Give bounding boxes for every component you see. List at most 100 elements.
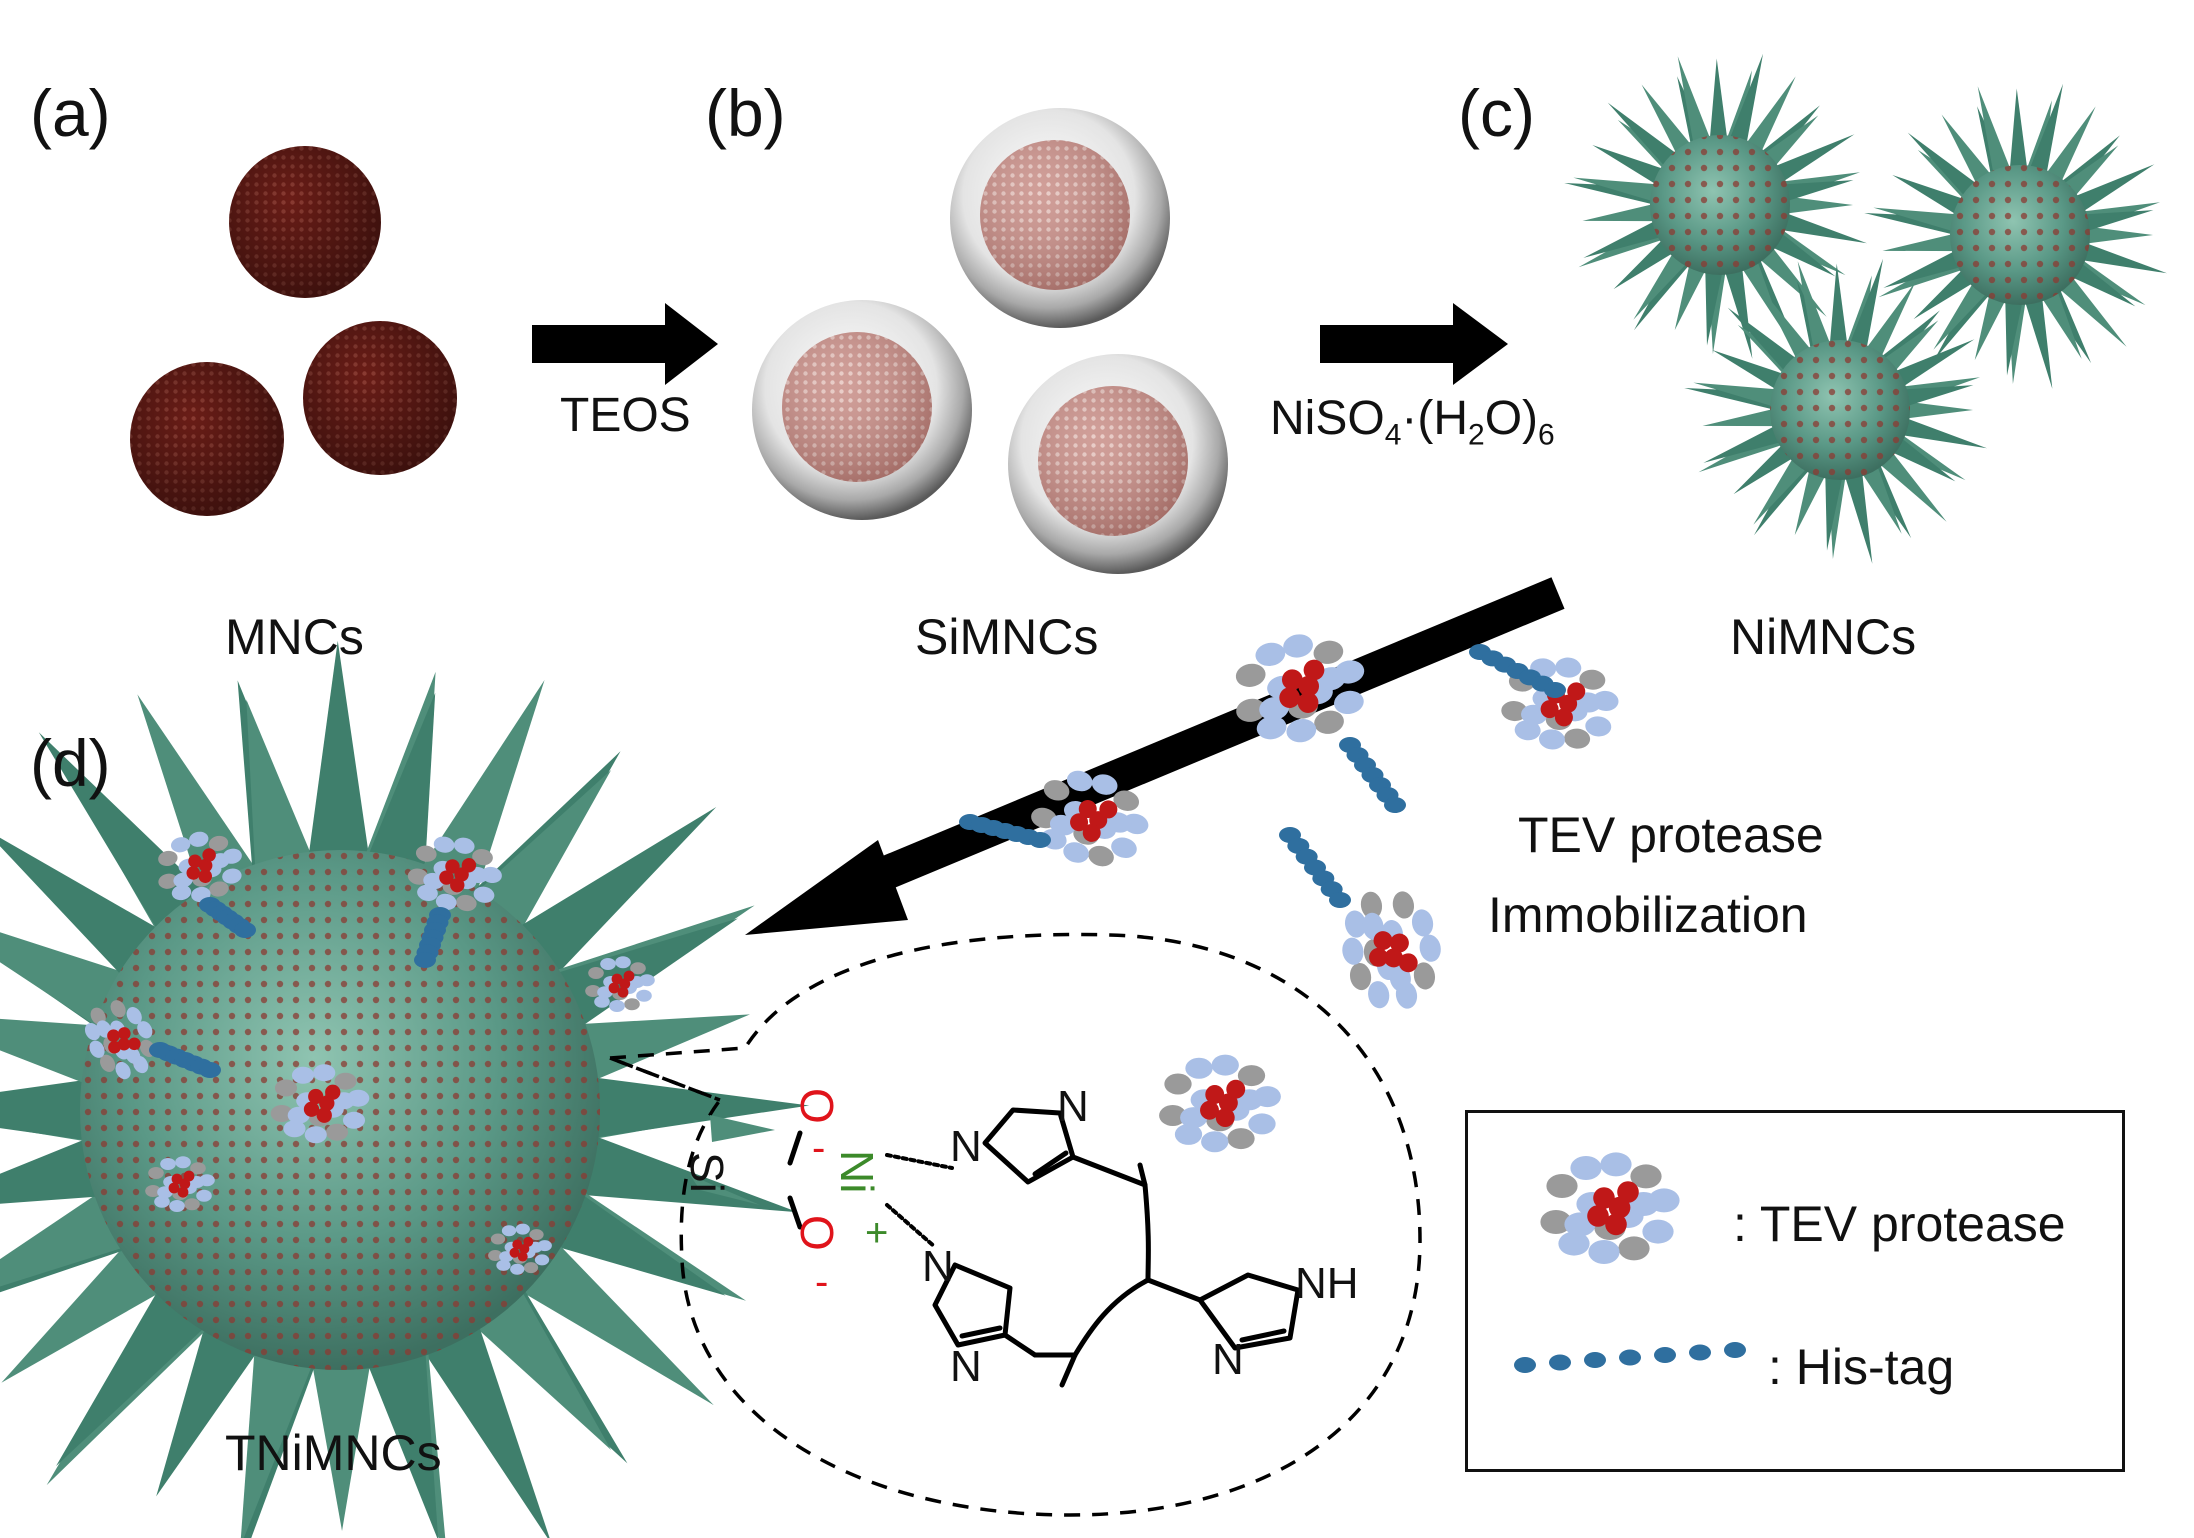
protein-active-site — [1389, 933, 1409, 953]
legend-label-protease: : TEV protease — [1733, 1196, 2066, 1252]
atom-o-upper: O — [791, 1088, 843, 1124]
protein-atom — [1164, 1073, 1192, 1095]
protein-atom — [126, 1007, 142, 1025]
spike — [1842, 465, 1873, 564]
protein-active-site — [168, 1182, 180, 1194]
protein-active-site — [1200, 1100, 1219, 1120]
protein-active-site — [1298, 675, 1320, 697]
protein-atom — [585, 985, 601, 997]
spike — [1877, 320, 1939, 378]
his-tag — [1279, 827, 1351, 908]
protein-atom — [1630, 1164, 1662, 1189]
protein-active-site — [509, 1247, 520, 1258]
histag-bead — [234, 922, 256, 938]
protein-atom — [1642, 1219, 1674, 1244]
legend-box: : TEV protease : His-tag — [1465, 1110, 2125, 1472]
atom-si: Si — [681, 1152, 733, 1193]
panel-label-c: (c) — [1458, 76, 1535, 150]
spike — [354, 1314, 439, 1538]
protein-atom — [630, 962, 646, 975]
spike — [1712, 349, 1791, 394]
protein-atom — [148, 1167, 164, 1179]
protein-active-site — [1593, 1187, 1615, 1209]
protein-active-site — [1082, 823, 1101, 842]
tnimnc-body — [0, 640, 810, 1538]
atom-n-imidazole3: N — [1212, 1335, 1244, 1384]
spike — [354, 692, 436, 906]
protein-atom — [600, 958, 616, 970]
protein-atom — [1236, 698, 1266, 722]
protein-atom — [342, 1111, 366, 1129]
nimnc-particles — [1564, 53, 2167, 564]
tev-protease — [585, 956, 655, 1012]
protein-atom — [154, 1195, 170, 1208]
protein-atom — [472, 849, 493, 866]
protein-active-site — [1369, 947, 1388, 967]
spike — [557, 1072, 810, 1144]
protein-atom — [1286, 719, 1317, 743]
spike — [1794, 462, 1829, 536]
protein-active-site — [617, 986, 629, 998]
protein-atom — [636, 989, 652, 1002]
spike — [1829, 263, 1849, 352]
tev-protease — [270, 1064, 370, 1144]
spike — [1607, 102, 1683, 173]
protein-atom — [1342, 937, 1364, 965]
mnc-particles — [130, 146, 457, 516]
spike — [1825, 467, 1845, 551]
protein-active-site — [198, 858, 213, 873]
protein-active-site — [611, 973, 623, 985]
protein-atom — [1111, 837, 1137, 858]
protein-atom — [110, 1000, 126, 1018]
protein-atom — [1256, 716, 1287, 740]
spike — [305, 1328, 377, 1531]
reagent-teos: TEOS — [560, 389, 691, 442]
protein-active-site — [1587, 1205, 1609, 1227]
protein-active-site — [118, 1027, 131, 1040]
spike — [1873, 445, 1947, 522]
protein-atom — [523, 1262, 539, 1274]
protein-atom — [313, 1064, 336, 1082]
protein-atom — [624, 998, 640, 1011]
spike — [2074, 240, 2167, 274]
protein-atom — [169, 1200, 185, 1212]
protein-active-site — [1226, 1079, 1246, 1099]
particle-dots — [1950, 165, 2090, 305]
protein-atom — [1313, 640, 1344, 664]
histag-bead — [1689, 1344, 1711, 1361]
protein-atom — [534, 1254, 550, 1266]
legend-histag-icon — [1514, 1342, 1746, 1373]
atom-n-imidazole1-a: N — [950, 1122, 982, 1171]
tnimnc-particle — [0, 640, 810, 1538]
protein-active-site — [308, 1088, 324, 1105]
protein-atom — [304, 1126, 327, 1144]
protein-atom — [158, 873, 178, 889]
protein-atom — [171, 885, 192, 901]
his-tag — [1339, 737, 1406, 813]
spike — [303, 640, 375, 892]
tev-proteases — [959, 634, 1619, 1153]
histag-bead — [1724, 1342, 1746, 1358]
spike — [240, 1314, 326, 1538]
spike — [1674, 257, 1709, 331]
step-label-line2: Immobilization — [1488, 887, 1808, 943]
histag-bead — [414, 952, 436, 968]
protein-atom — [1091, 774, 1118, 795]
protein-atom — [125, 1046, 141, 1064]
atom-ni: Ni — [831, 1150, 883, 1194]
spike — [1778, 195, 1853, 215]
spike — [1898, 400, 1973, 420]
spike — [1741, 76, 1796, 160]
protein-active-site — [1099, 800, 1118, 819]
protein-active-site — [183, 1170, 195, 1182]
spike — [1913, 264, 1980, 320]
spike — [1775, 180, 1854, 204]
spike — [1774, 210, 1867, 244]
protein-atom — [175, 1156, 191, 1169]
label-simncs: SiMNCs — [915, 609, 1099, 665]
protein-active-site — [1617, 1181, 1639, 1203]
protein-atom — [89, 1040, 105, 1058]
atom-o-lower: O — [791, 1215, 843, 1251]
protein-atom — [1185, 1057, 1213, 1079]
label-nimncs: NiMNCs — [1730, 609, 1917, 665]
